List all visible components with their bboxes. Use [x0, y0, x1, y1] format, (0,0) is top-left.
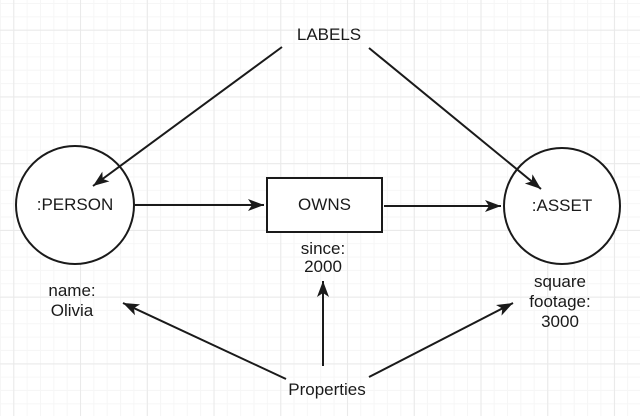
- relationship-property-key: since:: [300, 239, 346, 258]
- person-property-key: name:: [48, 281, 96, 300]
- asset-property-value: 3000: [541, 312, 579, 331]
- arrow-properties-to-square-footage: [368, 302, 514, 378]
- person-node-circle: :PERSON: [15, 145, 135, 265]
- owns-relationship-label: OWNS: [298, 195, 351, 214]
- asset-property-key-line2: footage:: [529, 292, 591, 311]
- person-property-value: Olivia: [50, 301, 94, 320]
- arrow-properties-to-name: [122, 302, 287, 380]
- arrow-labels-to-person: [92, 46, 283, 187]
- properties-annotation: Properties: [288, 380, 366, 399]
- labels-annotation: LABELS: [296, 25, 362, 44]
- asset-node-circle: :ASSET: [503, 147, 621, 265]
- person-property-text: name: Olivia: [48, 281, 95, 321]
- asset-property-text: square footage: 3000: [529, 272, 590, 332]
- person-node-label: :PERSON: [36, 195, 114, 214]
- relationship-property-text: since: 2000: [301, 240, 345, 276]
- owns-relationship-box: OWNS: [266, 177, 383, 233]
- asset-node-label: :ASSET: [531, 196, 593, 215]
- relationship-property-value: 2000: [304, 257, 342, 276]
- asset-property-key-line1: square: [534, 272, 586, 291]
